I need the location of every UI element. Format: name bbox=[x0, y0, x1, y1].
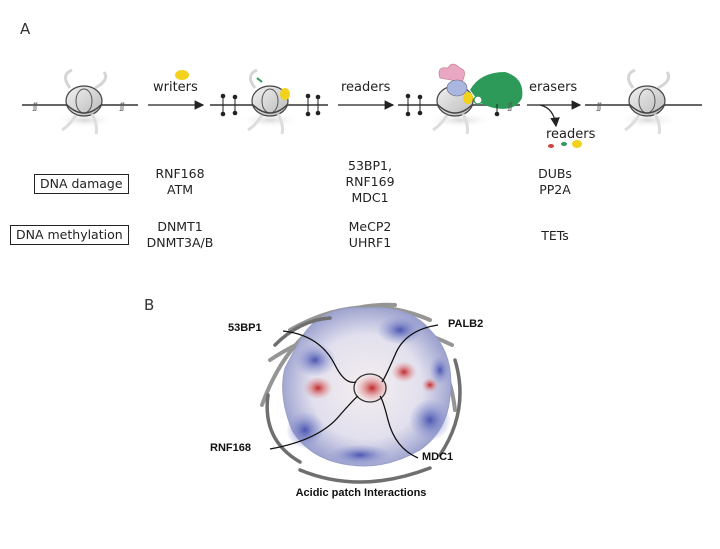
svg-text:ʃʃ: ʃʃ bbox=[507, 101, 513, 111]
reader-item: MDC1 bbox=[351, 190, 389, 205]
arrow-readers-released bbox=[539, 104, 560, 128]
eraser-item: DUBs bbox=[538, 166, 572, 181]
nucleosome-2 bbox=[210, 68, 328, 135]
svg-text:ʃʃ: ʃʃ bbox=[119, 101, 125, 111]
writer-mark-icon bbox=[175, 70, 189, 80]
nucleosome-3: ʃʃ bbox=[398, 63, 523, 135]
panel-a-schematic: ʃʃ ʃʃ bbox=[22, 63, 702, 148]
step-erasers: erasers bbox=[529, 80, 578, 95]
category-dna-methylation: DNA methylation bbox=[10, 225, 129, 245]
callout-palb2 bbox=[381, 324, 439, 383]
panel-a-label: A bbox=[20, 20, 31, 38]
label-palb2: PALB2 bbox=[448, 318, 484, 330]
label-53bp1: 53BP1 bbox=[228, 322, 262, 334]
step-readers: readers bbox=[341, 80, 391, 95]
svg-text:ʃʃ: ʃʃ bbox=[596, 101, 602, 111]
dna-damage-erasers: DUBs PP2A bbox=[510, 166, 600, 198]
dna-damage-writers: RNF168 ATM bbox=[130, 166, 230, 198]
reader-item: RNF169 bbox=[345, 174, 395, 189]
nucleosome-4: ʃʃ bbox=[585, 68, 702, 135]
writer-item: DNMT1 bbox=[157, 219, 203, 234]
writer-item: RNF168 bbox=[155, 166, 205, 181]
callout-mdc1 bbox=[379, 395, 419, 459]
step-readers-released: readers bbox=[546, 127, 596, 142]
callout-53bp1 bbox=[282, 330, 357, 384]
writer-item: ATM bbox=[166, 182, 193, 197]
dna-damage-readers: 53BP1, RNF169 MDC1 bbox=[320, 158, 420, 206]
step-writers: writers bbox=[153, 80, 198, 95]
eraser-item: TETs bbox=[541, 228, 569, 243]
category-dna-damage: DNA damage bbox=[34, 174, 129, 194]
dna-methylation-erasers: TETs bbox=[510, 228, 600, 244]
nucleosome-1: ʃʃ ʃʃ bbox=[22, 68, 138, 135]
panel-b-label: B bbox=[144, 296, 155, 314]
reader-item: UHRF1 bbox=[348, 235, 392, 250]
svg-text:ʃʃ: ʃʃ bbox=[32, 101, 38, 111]
label-mdc1: MDC1 bbox=[422, 451, 454, 463]
acidic-patch-marker bbox=[353, 373, 387, 403]
dna-methylation-writers: DNMT1 DNMT3A/B bbox=[130, 219, 230, 251]
panel-b-caption: Acidic patch Interactions bbox=[295, 487, 427, 499]
callout-rnf168 bbox=[269, 395, 359, 450]
reader-item: MeCP2 bbox=[348, 219, 392, 234]
writer-item: DNMT3A/B bbox=[146, 235, 214, 250]
label-rnf168: RNF168 bbox=[210, 442, 251, 454]
eraser-item: PP2A bbox=[539, 182, 571, 197]
reader-item: 53BP1, bbox=[348, 158, 392, 173]
dna-methylation-readers: MeCP2 UHRF1 bbox=[320, 219, 420, 251]
